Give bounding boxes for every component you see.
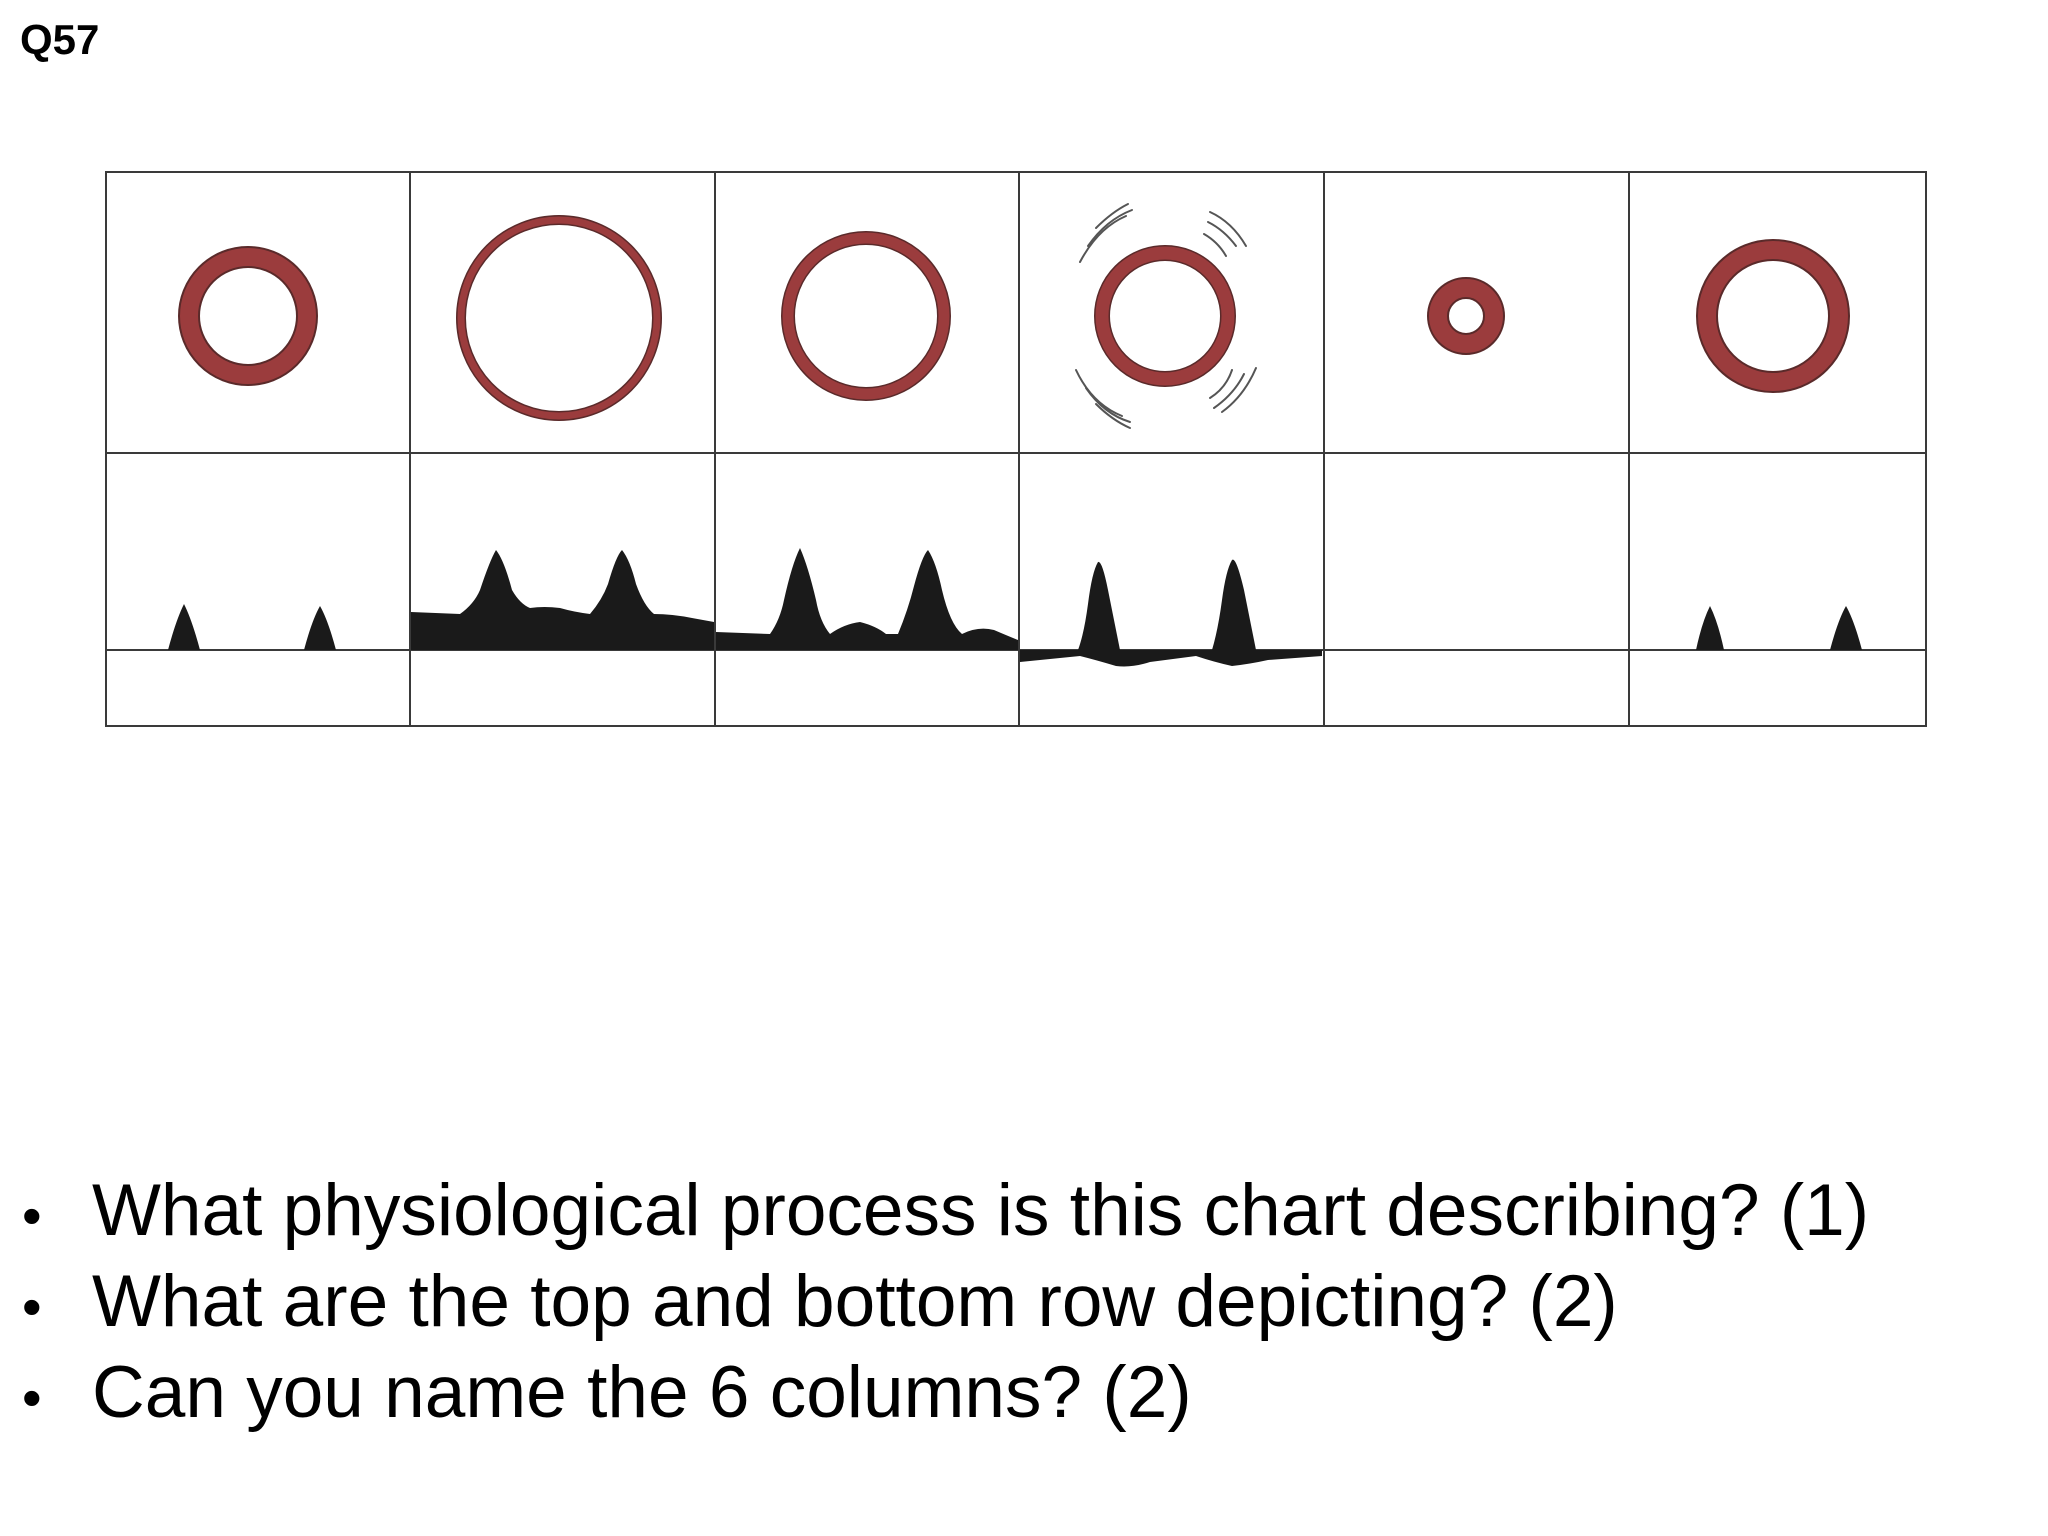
waveform-col-6 bbox=[1696, 606, 1862, 650]
diagram-grid bbox=[105, 171, 1927, 727]
bullet: • bbox=[22, 1184, 42, 1247]
waveform-col-3 bbox=[716, 548, 1018, 650]
vessel-ring-icon bbox=[456, 215, 662, 421]
waveform-row bbox=[168, 548, 1862, 667]
bullet: • bbox=[22, 1366, 42, 1429]
vessel-ring-icon bbox=[1696, 239, 1850, 393]
vessel-ring-icon bbox=[1094, 245, 1236, 387]
question-text: Can you name the 6 columns? (2) bbox=[92, 1352, 1192, 1433]
waveform-col-2 bbox=[411, 550, 714, 650]
vessel-row bbox=[178, 203, 1850, 429]
question-item: • Can you name the 6 columns? (2) bbox=[16, 1350, 1869, 1441]
slide-label: Q57 bbox=[20, 16, 100, 63]
vibration-arcs-icon bbox=[1075, 203, 1257, 429]
waveform-col-1 bbox=[168, 604, 336, 650]
vessel-ring-icon bbox=[781, 231, 951, 401]
question-list: • What physiological process is this cha… bbox=[16, 1168, 1869, 1441]
question-item: • What physiological process is this cha… bbox=[16, 1168, 1869, 1259]
question-text: What are the top and bottom row depictin… bbox=[92, 1261, 1618, 1342]
waveform-col-4 bbox=[1020, 559, 1322, 667]
vessel-ring-icon bbox=[1427, 277, 1505, 355]
bullet: • bbox=[22, 1275, 42, 1338]
question-item: • What are the top and bottom row depict… bbox=[16, 1259, 1869, 1350]
question-text: What physiological process is this chart… bbox=[92, 1170, 1870, 1251]
vessel-ring-icon bbox=[178, 246, 318, 386]
